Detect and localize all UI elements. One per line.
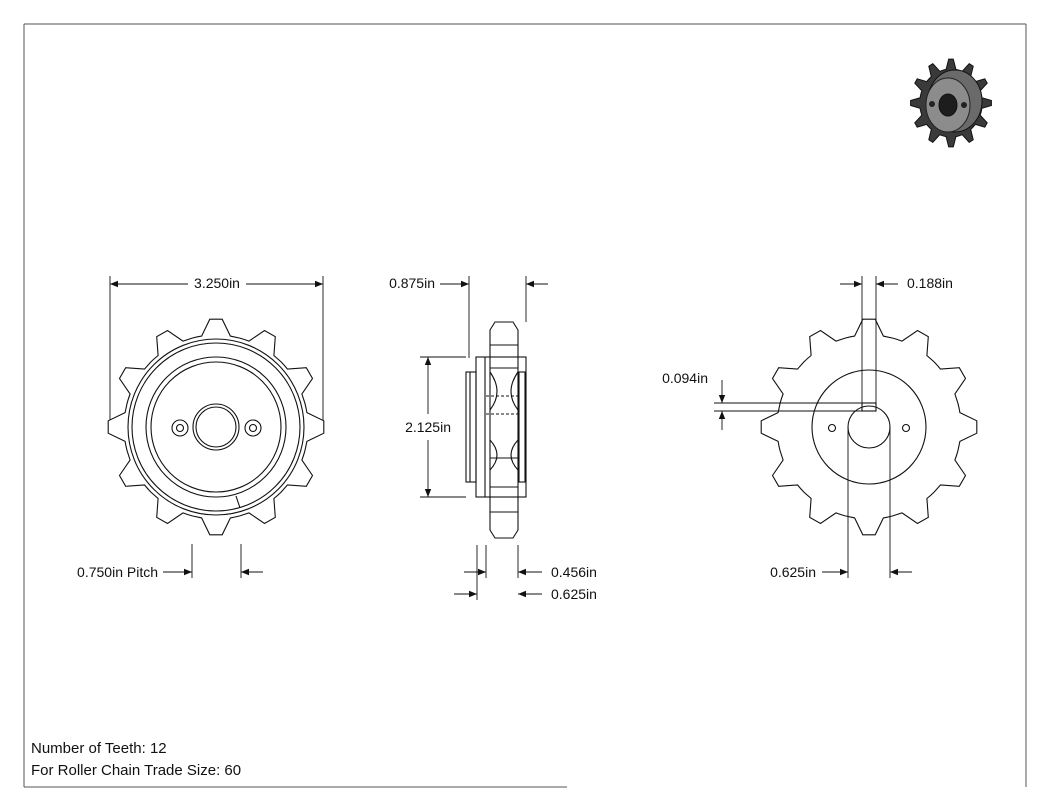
hub-left-face xyxy=(465,371,477,483)
dim-outer-diameter-label: 3.250in xyxy=(194,275,240,291)
side-body xyxy=(475,356,527,498)
sprocket-outline-right xyxy=(760,318,978,536)
iso-bore xyxy=(938,93,958,117)
iso-hole-right xyxy=(961,102,967,108)
keyway xyxy=(861,402,877,412)
dim-outer-diameter xyxy=(109,276,324,420)
dim-hub-width xyxy=(440,276,548,358)
dim-hub-width-label: 0.875in xyxy=(389,275,435,291)
setscrew-boss-right xyxy=(244,419,262,437)
dim-pitch-label: 0.750in Pitch xyxy=(77,564,158,580)
dim-overall-width-label: 0.625in xyxy=(551,586,597,602)
bore-circle xyxy=(192,403,240,451)
tooth-curve-3 xyxy=(489,439,498,471)
tooth-curve-4 xyxy=(510,439,519,471)
dim-pitch xyxy=(163,544,263,578)
iso-hole-left xyxy=(929,101,935,107)
setscrew-boss-left xyxy=(171,419,189,437)
sheet-border xyxy=(23,23,1027,788)
tooth-curve-1 xyxy=(489,371,498,411)
note-teeth: Number of Teeth: 12 xyxy=(31,740,167,757)
setscrew-hole-left xyxy=(175,423,185,433)
hub-ring-outer xyxy=(127,338,305,516)
hub-circle-rear xyxy=(811,369,927,485)
dim-keyway-width xyxy=(840,276,898,403)
sprocket-outline-left xyxy=(107,318,325,536)
hub-ring-2 xyxy=(131,342,301,512)
dim-bore-label: 0.625in xyxy=(770,564,816,580)
hub-ring-inner xyxy=(145,356,287,498)
dim-tooth-width-label: 0.456in xyxy=(551,564,597,580)
hub-face xyxy=(150,361,282,493)
bore-inner xyxy=(195,406,237,448)
hole-right-rear xyxy=(901,423,911,433)
hole-left-rear xyxy=(827,423,837,433)
bore-circle-rear xyxy=(847,405,891,449)
tooth-profile xyxy=(489,321,519,539)
dim-overall-width xyxy=(454,545,542,600)
dim-bore xyxy=(822,427,912,578)
hub-right-face xyxy=(518,371,526,483)
side-view xyxy=(465,321,527,539)
note-chain: For Roller Chain Trade Size: 60 xyxy=(31,762,242,779)
dim-hub-diameter-label: 2.125in xyxy=(405,419,451,435)
tooth-curve-2 xyxy=(510,371,519,411)
tooth-mark xyxy=(235,495,241,509)
dim-hub-diameter xyxy=(420,356,466,498)
rear-view xyxy=(760,318,978,536)
dim-tooth-width xyxy=(464,545,542,578)
front-view xyxy=(107,318,325,536)
dim-keyway-depth xyxy=(714,380,862,430)
dim-keyway-width-label: 0.188in xyxy=(907,275,953,291)
setscrew-hole-right xyxy=(248,423,258,433)
isometric-view xyxy=(910,58,992,148)
dim-keyway-depth-label: 0.094in xyxy=(662,370,708,386)
